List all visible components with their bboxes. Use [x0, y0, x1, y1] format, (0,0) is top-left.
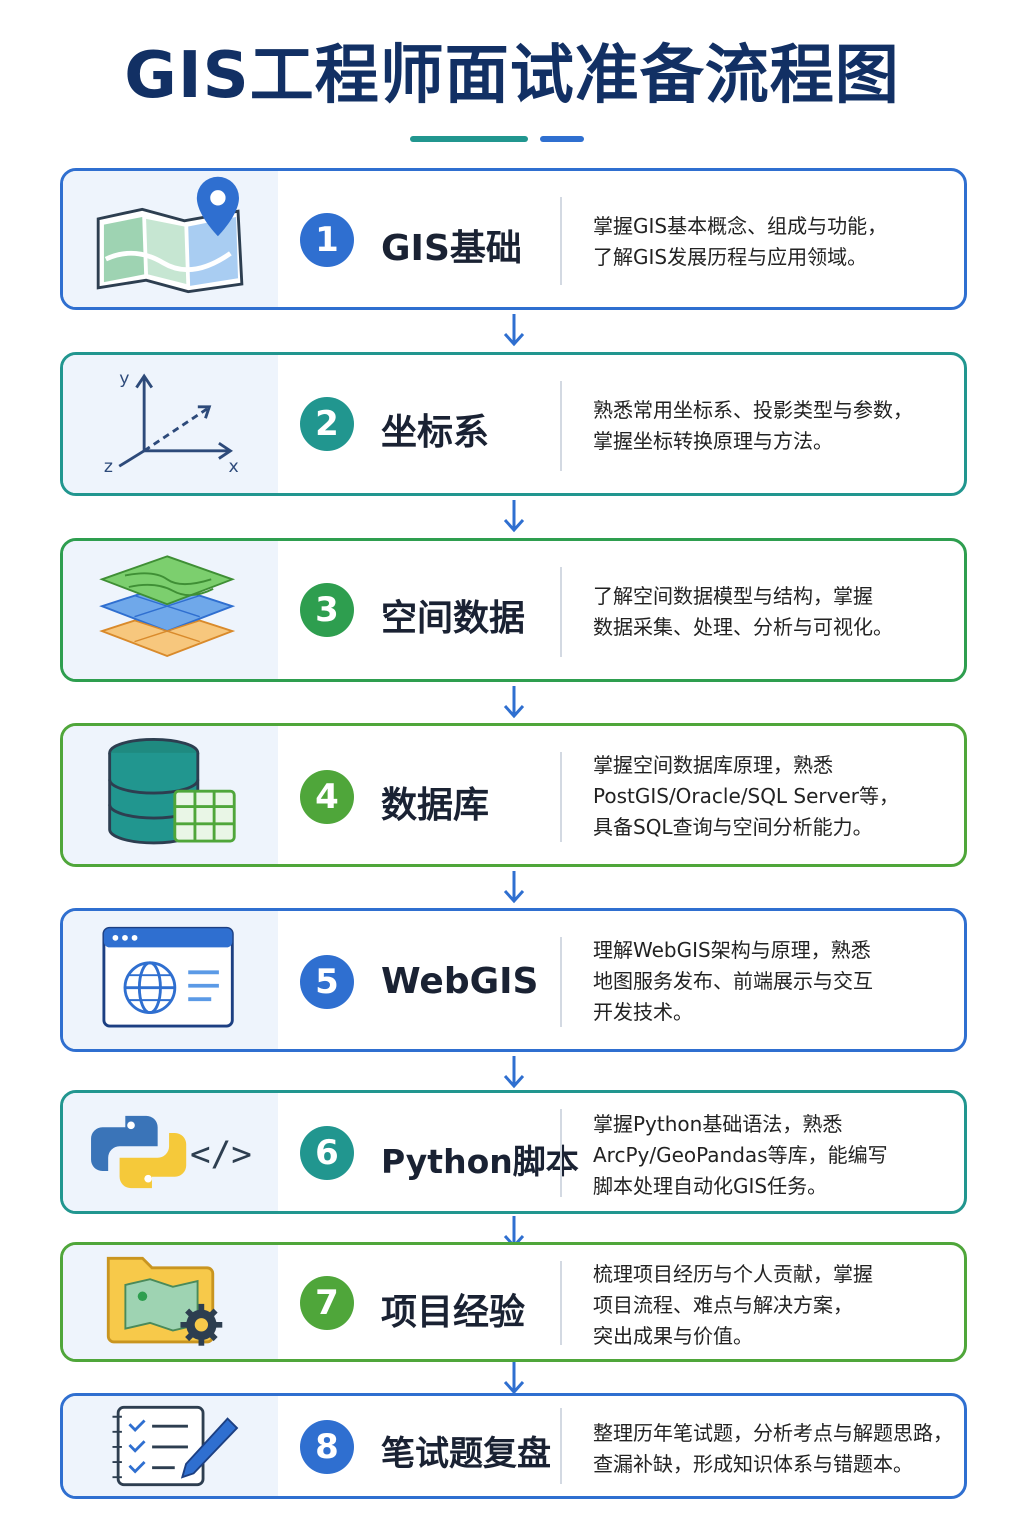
step-title: 笔试题复盘 [381, 1434, 551, 1474]
down-arrow-icon [503, 1362, 525, 1395]
svg-text:y: y [119, 369, 129, 389]
step-description: 了解空间数据模型与结构，掌握数据采集、处理、分析与可视化。 [593, 584, 893, 639]
divider [560, 1261, 562, 1345]
step-title: 空间数据 [381, 598, 526, 639]
python-code-icon: </> [63, 1093, 278, 1211]
step-card-3: 3 空间数据 了解空间数据模型与结构，掌握数据采集、处理、分析与可视化。 [60, 538, 967, 682]
title-underline-blue [540, 136, 584, 142]
step-title: 数据库 [381, 785, 490, 826]
data-layers-icon [63, 541, 278, 679]
database-icon [63, 726, 278, 864]
step-title: WebGIS [381, 961, 539, 1002]
step-number-badge: 1 [300, 213, 354, 267]
down-arrow-icon [503, 500, 525, 533]
step-title: 项目经验 [381, 1292, 526, 1333]
divider [560, 1408, 562, 1484]
svg-text:x: x [228, 457, 238, 477]
step-description: 理解WebGIS架构与原理，熟悉地图服务发布、前端展示与交互开发技术。 [593, 938, 873, 1024]
divider [560, 937, 562, 1027]
step-description: 整理历年笔试题，分析考点与解题思路，查漏补缺，形成知识体系与错题本。 [593, 1421, 953, 1476]
step-description: 熟悉常用坐标系、投影类型与参数，掌握坐标转换原理与方法。 [593, 398, 913, 453]
step-number-badge: 4 [300, 770, 354, 824]
step-number-badge: 7 [300, 1276, 354, 1330]
divider [560, 197, 562, 285]
divider [560, 381, 562, 471]
step-number-badge: 6 [300, 1126, 354, 1180]
step-card-7: 7 项目经验 梳理项目经历与个人贡献，掌握项目流程、难点与解决方案，突出成果与价… [60, 1242, 967, 1362]
down-arrow-icon [503, 686, 525, 719]
divider [560, 1109, 562, 1197]
step-title: Python脚本 [381, 1142, 579, 1181]
step-card-2: y x z 2 坐标系 熟悉常用坐标系、投影类型与参数，掌握坐标转换原理与方法。 [60, 352, 967, 496]
step-number-badge: 5 [300, 955, 354, 1009]
down-arrow-icon [503, 1056, 525, 1089]
svg-text:z: z [104, 457, 113, 477]
step-card-8: 8 笔试题复盘 整理历年笔试题，分析考点与解题思路，查漏补缺，形成知识体系与错题… [60, 1393, 967, 1499]
page-title: GIS工程师面试准备流程图 [124, 39, 900, 113]
checklist-pen-icon [63, 1396, 278, 1496]
divider [560, 752, 562, 842]
step-number-badge: 8 [300, 1420, 354, 1474]
step-description: 梳理项目经历与个人贡献，掌握项目流程、难点与解决方案，突出成果与价值。 [593, 1262, 873, 1348]
divider [560, 567, 562, 657]
step-title: GIS基础 [381, 228, 522, 269]
step-card-1: 1 GIS基础 掌握GIS基本概念、组成与功能，了解GIS发展历程与应用领域。 [60, 168, 967, 310]
step-number-badge: 3 [300, 583, 354, 637]
coordinate-axes-icon: y x z [63, 355, 278, 493]
project-folder-icon [63, 1245, 278, 1359]
step-title: 坐标系 [381, 412, 490, 453]
down-arrow-icon [503, 314, 525, 347]
map-pin-icon [63, 171, 278, 307]
web-globe-icon [63, 911, 278, 1049]
step-number-badge: 2 [300, 397, 354, 451]
title-underline-teal [410, 136, 528, 142]
down-arrow-icon [503, 871, 525, 904]
step-card-5: 5 WebGIS 理解WebGIS架构与原理，熟悉地图服务发布、前端展示与交互开… [60, 908, 967, 1052]
svg-text:</>: </> [190, 1134, 252, 1174]
step-description: 掌握GIS基本概念、组成与功能，了解GIS发展历程与应用领域。 [593, 214, 888, 269]
